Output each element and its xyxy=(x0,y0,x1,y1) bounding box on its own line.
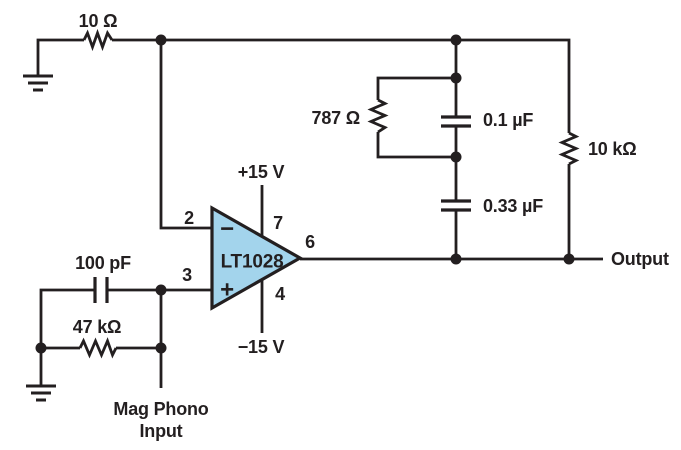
label-pin-4: 4 xyxy=(275,284,285,304)
label-pin-6: 6 xyxy=(305,232,315,252)
junction-dot xyxy=(563,253,575,265)
junction-dot xyxy=(155,342,167,354)
wire-r3-top xyxy=(376,76,456,100)
label-supply-negative: −15 V xyxy=(238,337,285,357)
resistor-10k-symbol xyxy=(558,131,580,166)
label-layer: 10 Ω 100 pF 47 kΩ Mag Phono Input 2 3 7 … xyxy=(73,11,669,441)
label-input-port-line2: Input xyxy=(140,421,183,441)
label-pin-7: 7 xyxy=(273,213,283,233)
label-pin-2: 2 xyxy=(184,208,194,228)
wire-cap-left xyxy=(39,288,95,386)
label-opamp-part: LT1028 xyxy=(221,252,284,273)
label-resistor-10k: 10 kΩ xyxy=(588,139,636,159)
wire-inverting-input xyxy=(159,40,212,230)
junction-dot xyxy=(35,342,47,354)
label-capacitor-100pf: 100 pF xyxy=(75,253,131,273)
junction-dot xyxy=(155,34,167,46)
label-resistor-47k: 47 kΩ xyxy=(73,317,121,337)
junction-dot xyxy=(450,253,462,265)
resistor-47k-symbol xyxy=(78,337,118,359)
ground-symbol-top xyxy=(23,74,53,92)
junction-dot xyxy=(450,34,462,46)
resistor-10ohm-symbol xyxy=(82,28,114,52)
junction-dot xyxy=(450,72,462,84)
wire-ground-to-r1 xyxy=(36,38,84,76)
junction-dot xyxy=(155,284,167,296)
label-resistor-787ohm: 787 Ω xyxy=(312,108,360,128)
label-capacitor-0p1uf: 0.1 µF xyxy=(483,110,533,130)
label-output-port: Output xyxy=(611,249,669,269)
label-supply-positive: +15 V xyxy=(238,162,285,182)
capacitor-0p33uf-symbol xyxy=(441,199,471,212)
wire-layer xyxy=(23,28,603,402)
junction-dot xyxy=(450,151,462,163)
ground-symbol-bottom xyxy=(26,384,56,402)
label-resistor-10ohm: 10 Ω xyxy=(79,11,118,31)
opamp-inverting-sign: − xyxy=(220,216,234,243)
opamp-noninverting-sign: + xyxy=(220,277,234,304)
label-input-port-line1: Mag Phono xyxy=(113,399,208,419)
capacitor-0p1uf-symbol xyxy=(441,115,471,128)
wire-top-rail xyxy=(112,38,571,133)
label-pin-3: 3 xyxy=(182,265,192,285)
wire-r3-bottom xyxy=(376,132,456,159)
label-capacitor-0p33uf: 0.33 µF xyxy=(483,196,543,216)
junction-layer xyxy=(35,34,575,354)
resistor-787ohm-symbol xyxy=(367,98,389,134)
capacitor-100pf-symbol xyxy=(93,277,109,303)
opamp-triangle xyxy=(210,205,304,311)
